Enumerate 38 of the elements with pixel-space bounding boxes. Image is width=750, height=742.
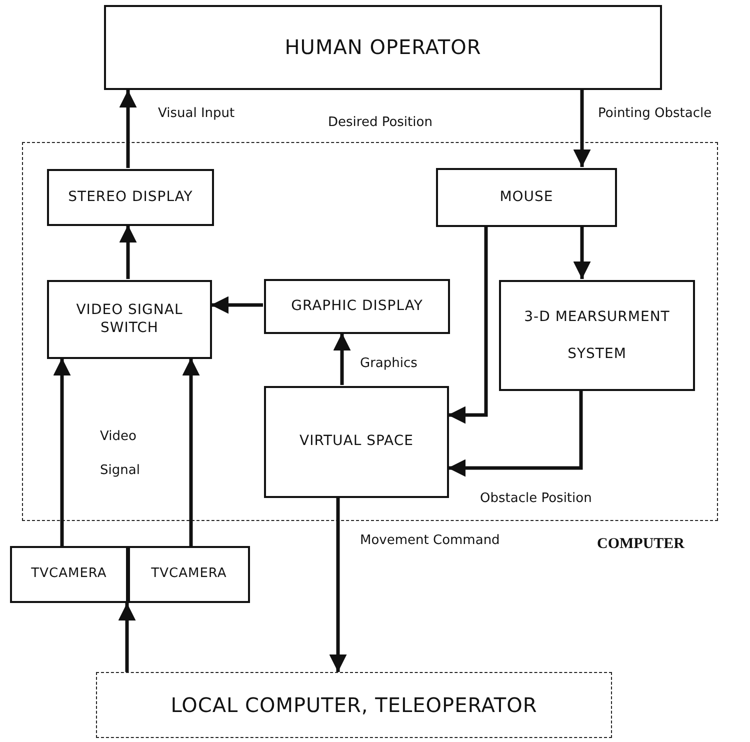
edge-label: Pointing Obstacle: [596, 106, 714, 121]
arrow: [333, 333, 351, 385]
box-label: MOUSE: [498, 188, 554, 206]
process-box: [47, 169, 214, 226]
process-box: [10, 546, 128, 603]
arrow: [329, 497, 347, 672]
box-label: 3-D MEARSURMENT SYSTEM: [523, 308, 671, 364]
arrow: [119, 90, 137, 168]
box-label: TVCAMERA: [150, 566, 228, 583]
arrow: [573, 226, 591, 279]
arrow: [448, 390, 583, 477]
process-box: [499, 280, 695, 391]
process-box: [264, 279, 450, 334]
signal-label: Desired Position: [328, 114, 432, 132]
process-box: [436, 168, 617, 227]
arrow: [118, 603, 136, 672]
edge-label: Graphics: [358, 356, 420, 371]
process-box: [264, 386, 449, 498]
box-label: TVCAMERA: [30, 566, 108, 583]
box-label: LOCAL COMPUTER, TELEOPERATOR: [170, 692, 538, 718]
box-label: STEREO DISPLAY: [67, 188, 194, 206]
arrow: [448, 226, 488, 424]
box-label: GRAPHIC DISPLAY: [290, 298, 424, 316]
signal-label: Video Signal: [100, 428, 141, 480]
arrow: [53, 358, 71, 546]
edge-label: Visual Input: [156, 106, 237, 121]
box-label: VIRTUAL SPACE: [298, 433, 414, 451]
arrow: [182, 358, 200, 546]
dashed-region: [96, 672, 612, 738]
box-label: VIDEO SIGNAL SWITCH: [75, 302, 184, 337]
process-box: [47, 280, 212, 359]
arrow: [573, 90, 591, 167]
process-box: [104, 5, 662, 90]
process-box: [128, 546, 250, 603]
region-label: COMPUTER: [597, 536, 684, 553]
box-label: HUMAN OPERATOR: [284, 35, 482, 60]
arrow: [119, 225, 137, 279]
arrow: [211, 296, 263, 314]
